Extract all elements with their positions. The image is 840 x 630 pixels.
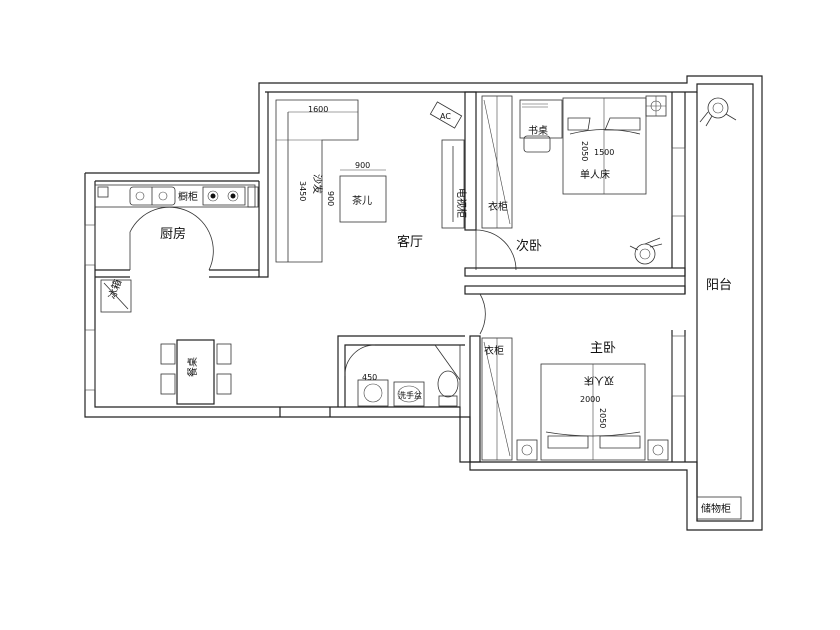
single-bed-label: 单人床 xyxy=(580,168,610,181)
double-bed-width-dim: 2000 xyxy=(580,395,600,404)
balcony-plant-icon xyxy=(699,97,737,127)
dining-table-label: 餐桌 xyxy=(186,357,199,377)
tea-table-label: 茶儿 xyxy=(352,194,372,207)
tea-table: 900 茶儿 xyxy=(339,161,387,223)
single-bed: 2050 1500 单人床 xyxy=(562,97,647,195)
double-bed: 2000 2050 双人床 xyxy=(540,363,646,461)
balcony-label: 阳台 xyxy=(706,278,732,293)
double-bed-length-dim: 2050 xyxy=(598,408,607,428)
tv-cabinet: 电视柜 xyxy=(441,139,468,229)
kitchen-cabinet: 橱柜 xyxy=(94,184,259,208)
sofa-width-dim: 1600 xyxy=(308,105,328,114)
storage-cabinet: 储物柜 xyxy=(696,496,742,520)
nightstand-master-right xyxy=(647,439,669,461)
sofa-label: 沙发 xyxy=(311,174,324,194)
desk-label: 书桌 xyxy=(528,124,548,137)
washing-machine: 450 xyxy=(357,373,389,407)
nightstand-2 xyxy=(645,95,667,117)
ac-label: AC xyxy=(440,112,451,121)
single-bed-width-dim: 1500 xyxy=(594,148,614,157)
sofa: 1600 3450 900 沙发 xyxy=(275,99,359,263)
cabinet-label: 橱柜 xyxy=(178,190,198,203)
wardrobe-second-label: 衣柜 xyxy=(488,200,508,213)
second-bedroom-label: 次卧 xyxy=(516,238,542,254)
wardrobe-second: 衣柜 xyxy=(481,95,513,229)
wardrobe-master-label: 衣柜 xyxy=(484,344,504,357)
tv-cabinet-label: 电视柜 xyxy=(455,188,468,218)
desk: 书桌 xyxy=(519,99,563,153)
sofa-length-dim: 3450 xyxy=(298,181,307,201)
basin-label: 洗手盆 xyxy=(398,390,422,400)
kitchen-label: 厨房 xyxy=(160,226,186,242)
walls xyxy=(84,75,763,531)
fridge-label: 冰箱 xyxy=(105,278,124,301)
basin-width-dim: 450 xyxy=(362,373,377,382)
nightstand-master-left xyxy=(516,439,538,461)
dining-table: 餐桌 xyxy=(160,339,232,405)
master-bedroom-label: 主卧 xyxy=(590,341,616,356)
single-bed-length-dim: 2050 xyxy=(580,141,589,161)
double-bed-label: 双人床 xyxy=(584,374,614,387)
fridge: 冰箱 xyxy=(100,278,132,313)
sofa-depth-dim: 900 xyxy=(326,191,335,206)
tea-width-dim: 900 xyxy=(355,161,370,170)
storage-label: 储物柜 xyxy=(701,502,731,515)
wash-basin: 洗手盆 xyxy=(393,381,425,407)
ac-unit: AC xyxy=(429,101,463,129)
wardrobe-master: 衣柜 xyxy=(481,337,513,461)
living-room-label: 客厅 xyxy=(397,234,423,250)
plant-icon xyxy=(629,237,663,265)
toilet xyxy=(437,370,459,407)
